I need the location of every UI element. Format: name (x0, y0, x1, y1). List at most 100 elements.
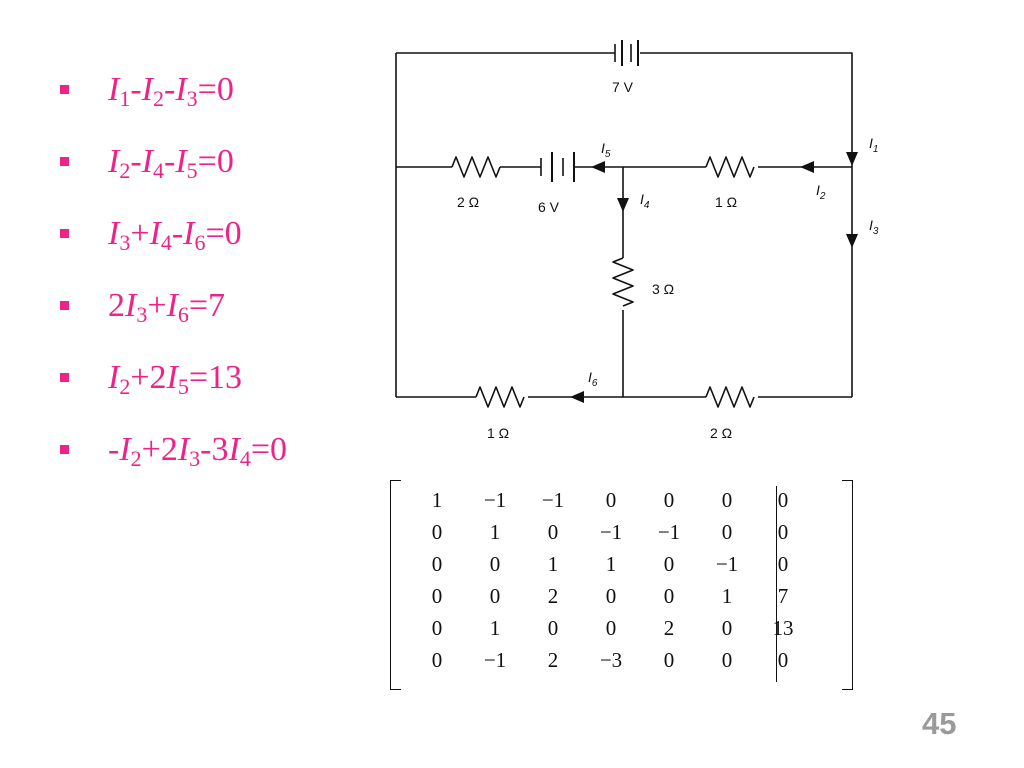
current-i4-label: I4 (640, 191, 650, 211)
page-number: 45 (922, 706, 957, 741)
matrix-cell: −1 (483, 487, 507, 512)
bullet-icon (60, 445, 69, 454)
matrix-cell: 1 (605, 551, 617, 576)
arrow-i3-icon (846, 234, 858, 248)
matrix-cell: 0 (489, 583, 501, 608)
matrix-cell: 0 (605, 615, 617, 640)
equation-text: I3+I4-I6=0 (108, 215, 242, 255)
matrix-cell: 0 (721, 487, 733, 512)
resistor-1ohm-bottom-label: 1 Ω (487, 425, 509, 441)
matrix-cell: 1 (489, 615, 501, 640)
bullet-icon (60, 373, 69, 382)
current-i5-label: I5 (601, 140, 611, 160)
resistor-2ohm-bottom (705, 386, 755, 408)
matrix-cell: 0 (431, 583, 443, 608)
resistor-2ohm-bottom-label: 2 Ω (710, 425, 732, 441)
equation-item: I1-I2-I3=0 (60, 68, 380, 140)
equation-item: -I2+2I3-3I4=0 (60, 428, 380, 500)
matrix-cell: 0 (605, 487, 617, 512)
matrix-cell: −1 (715, 551, 739, 576)
matrix-cell: −3 (599, 647, 623, 672)
matrix-cell: 0 (431, 647, 443, 672)
matrix-left-bracket (390, 480, 401, 690)
matrix-rhs-cell: 0 (777, 551, 789, 576)
arrow-i4-icon (617, 198, 629, 212)
matrix-rhs-cell: 0 (777, 647, 789, 672)
equation-item: 2I3+I6=7 (60, 284, 380, 356)
equation-text: I2+2I5=13 (108, 359, 243, 399)
matrix-row: 0 0 2 0 0 1 7 (408, 580, 810, 612)
matrix-row: 0 0 1 1 0 −1 0 (408, 548, 810, 580)
circuit-diagram: 7 V 2 Ω 6 V 1 Ω 3 Ω 1 Ω 2 Ω I1 I2 I3 I4 … (395, 40, 879, 441)
matrix-cell: 0 (489, 551, 501, 576)
matrix-rhs-cell: 13 (772, 615, 794, 640)
resistor-2ohm-mid-label: 2 Ω (457, 194, 479, 210)
matrix-cell: 0 (547, 615, 559, 640)
resistor-2ohm-mid (451, 156, 501, 178)
bullet-icon (60, 85, 69, 94)
matrix-cell: 0 (663, 583, 675, 608)
matrix-rhs-cell: 7 (777, 583, 789, 608)
matrix-cell: 1 (489, 519, 501, 544)
bullet-icon (60, 301, 69, 310)
matrix-rhs-cell: 0 (777, 519, 789, 544)
matrix-rhs-cell: 0 (777, 487, 789, 512)
equation-list: I1-I2-I3=0 I2-I4-I5=0 I3+I4-I6=0 2I3+I6=… (60, 68, 380, 500)
resistor-3ohm-label: 3 Ω (652, 281, 674, 297)
matrix-cell: 1 (721, 583, 733, 608)
matrix-cell: 1 (547, 551, 559, 576)
equation-text: I1-I2-I3=0 (108, 71, 234, 111)
matrix-cell: −1 (657, 519, 681, 544)
equation-text: -I2+2I3-3I4=0 (108, 431, 288, 471)
arrow-i6-icon (570, 391, 584, 403)
matrix-cell: 2 (547, 647, 559, 672)
wire-top (396, 52, 853, 397)
bullet-icon (60, 229, 69, 238)
matrix-cell: 0 (721, 519, 733, 544)
current-i6-label: I6 (588, 369, 598, 389)
matrix-cell: −1 (599, 519, 623, 544)
matrix-cell: −1 (541, 487, 565, 512)
battery-6v-label: 6 V (538, 199, 560, 215)
equation-item: I2-I4-I5=0 (60, 140, 380, 212)
battery-7v-label: 7 V (612, 79, 634, 95)
arrow-i5-icon (591, 161, 605, 173)
arrow-i1-icon (846, 152, 858, 166)
equation-text: 2I3+I6=7 (108, 287, 226, 327)
matrix-cell: 0 (663, 647, 675, 672)
matrix-row: 1 −1 −1 0 0 0 0 (408, 484, 810, 516)
matrix-cell: −1 (483, 647, 507, 672)
matrix-cell: 0 (721, 647, 733, 672)
current-i3-label: I3 (869, 217, 879, 237)
matrix-cell: 0 (663, 551, 675, 576)
matrix-cell: 0 (431, 615, 443, 640)
resistor-1ohm-mid (705, 156, 755, 178)
current-i2-label: I2 (816, 182, 826, 202)
matrix-cell: 0 (547, 519, 559, 544)
matrix-cell: 0 (721, 615, 733, 640)
current-i1-label: I1 (869, 135, 878, 155)
arrow-i2-icon (800, 161, 814, 173)
matrix-cell: 0 (431, 551, 443, 576)
resistor-1ohm-mid-label: 1 Ω (715, 194, 737, 210)
matrix-cell: 0 (605, 583, 617, 608)
resistor-1ohm-bottom (475, 386, 525, 408)
matrix-cell: 2 (547, 583, 559, 608)
bullet-icon (60, 157, 69, 166)
matrix-row: 0 −1 2 −3 0 0 0 (408, 644, 810, 676)
matrix-row: 0 1 0 0 2 0 13 (408, 612, 810, 644)
equation-text: I2-I4-I5=0 (108, 143, 234, 183)
matrix-cell: 2 (663, 615, 675, 640)
augment-divider (776, 486, 778, 682)
matrix-row: 0 1 0 −1 −1 0 0 (408, 516, 810, 548)
resistor-3ohm (612, 257, 634, 307)
equation-item: I3+I4-I6=0 (60, 212, 380, 284)
equation-item: I2+2I5=13 (60, 356, 380, 428)
matrix-cell: 1 (431, 487, 443, 512)
matrix-cell: 0 (431, 519, 443, 544)
matrix-right-bracket (842, 480, 853, 690)
matrix-cell: 0 (663, 487, 675, 512)
